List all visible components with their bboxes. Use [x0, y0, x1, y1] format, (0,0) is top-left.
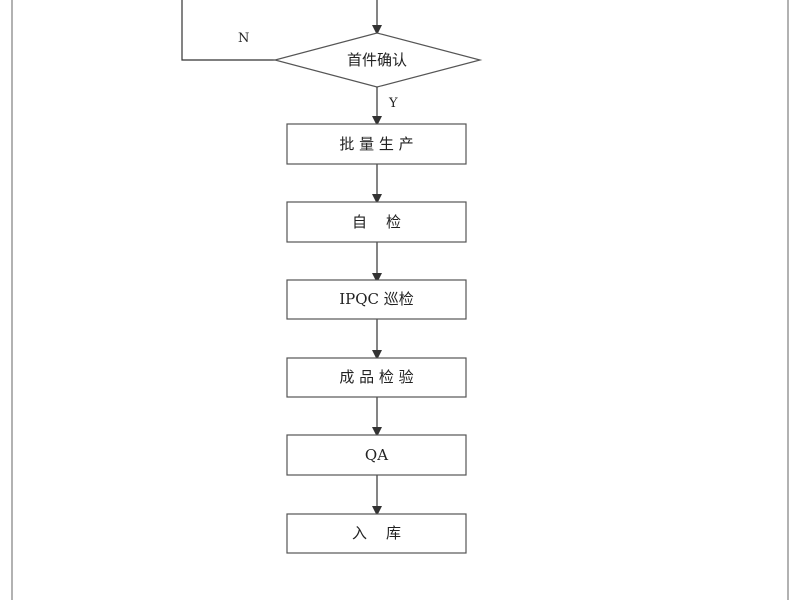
step-box-qa [286, 434, 467, 476]
step-label-warehousing: 入 库 [351, 524, 402, 542]
decision-label: 首件确认 [346, 50, 407, 69]
step-label-qa: QA [364, 445, 389, 464]
step-label-ipqc-patrol: IPQC 巡检 [339, 290, 414, 308]
edge-label-no: N [238, 31, 250, 46]
step-label-final-inspection: 成 品 检 验 [339, 368, 414, 386]
step-box-batch-production [286, 123, 467, 165]
step-label-batch-production: 批 量 生 产 [339, 134, 414, 153]
edge-label-yes: Y [389, 96, 398, 111]
step-box-final-inspection [286, 357, 467, 398]
step-box-warehousing [286, 513, 467, 554]
step-box-self-inspection [286, 201, 467, 243]
step-label-self-inspection: 自 检 [351, 212, 402, 231]
step-box-ipqc-patrol [286, 279, 467, 320]
connector-no-loop [181, 0, 275, 61]
